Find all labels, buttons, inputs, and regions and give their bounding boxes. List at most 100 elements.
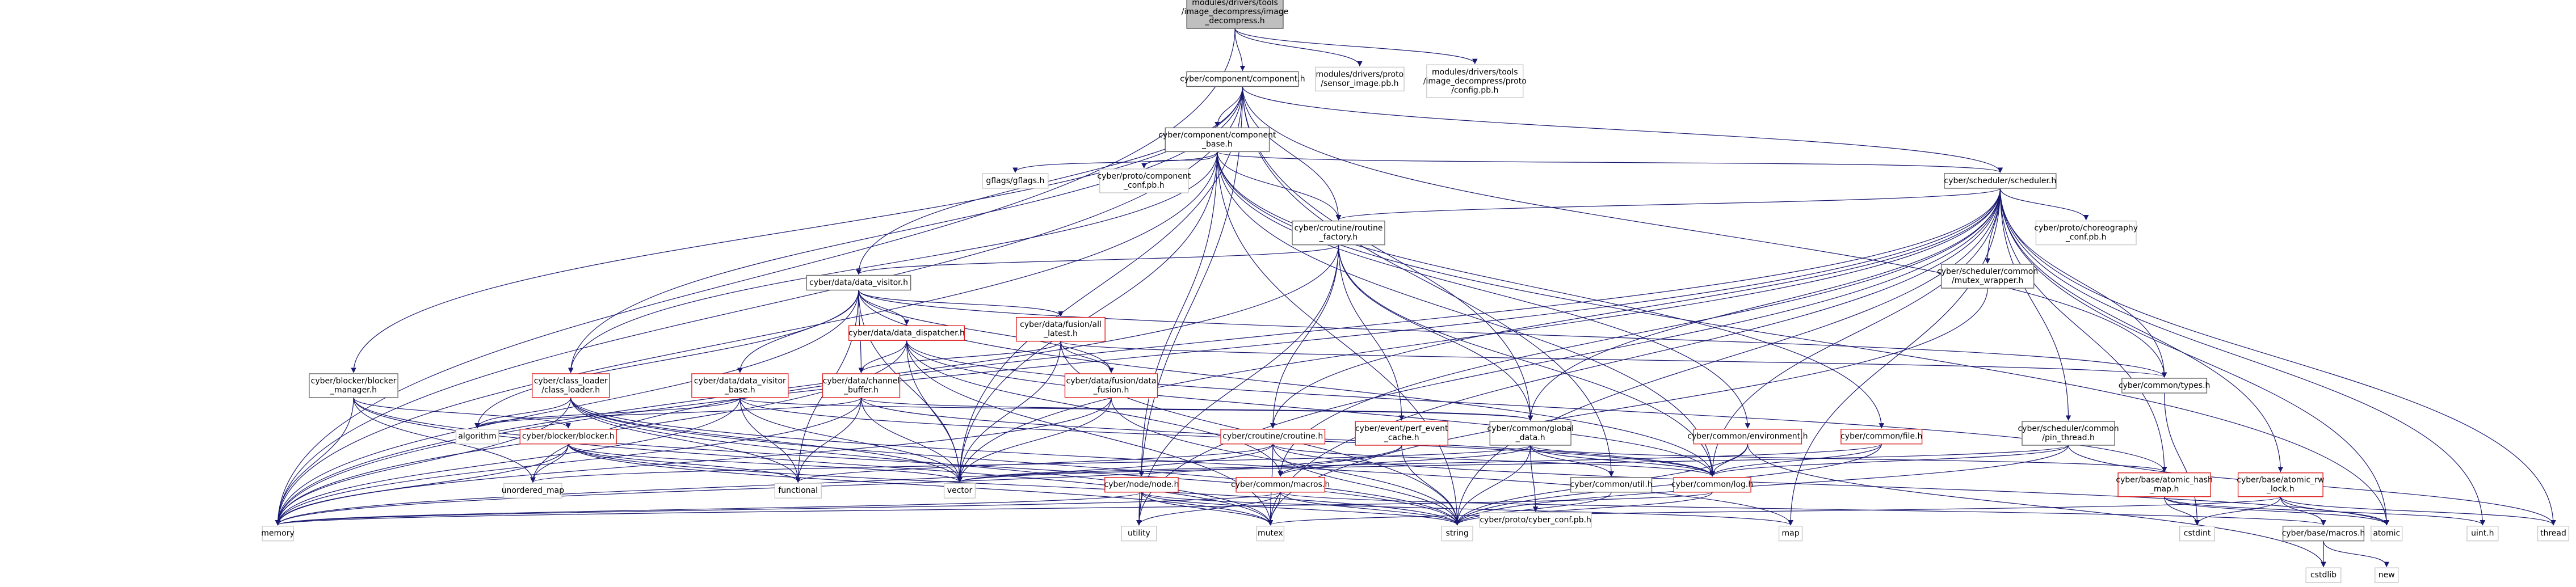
- edge-global-data-to-log: [1530, 445, 1715, 477]
- node-channel-buffer[interactable]: cyber/data/channel_buffer.h: [822, 373, 901, 398]
- node-label: _fusion.h: [1093, 386, 1129, 395]
- node-atomic-rw-lock[interactable]: cyber/base/atomic_rw_lock.h: [2237, 472, 2324, 497]
- edge-global-data-to-cyber-conf: [1530, 445, 1539, 512]
- node-environment[interactable]: cyber/common/environment.h: [1687, 429, 1808, 445]
- node-functional: functional: [774, 483, 822, 499]
- node-box: [1121, 525, 1157, 542]
- edge-class-loader-to-vector: [570, 397, 963, 483]
- node-box: [2375, 567, 2399, 583]
- edge-scheduler-to-unordered-map: [530, 188, 2001, 483]
- edge-global-data-to-string: [1454, 445, 1531, 526]
- edge-component-to-scheduler: [1242, 86, 2003, 173]
- node-label: cyber/event/perf_event: [1355, 424, 1448, 433]
- node-node[interactable]: cyber/node/node.h: [1104, 477, 1179, 493]
- node-atomic-hash-map[interactable]: cyber/base/atomic_hash_map.h: [2116, 472, 2213, 497]
- node-label: cyber/proto/component: [1097, 172, 1191, 181]
- node-label: _cache.h: [1384, 433, 1419, 442]
- node-root[interactable]: modules/drivers/tools/image_decompress/i…: [1182, 0, 1289, 29]
- node-label: thread: [2540, 529, 2566, 538]
- edge-blocker-to-memory: [275, 444, 569, 526]
- node-cstdint: cstdint: [2179, 525, 2215, 542]
- node-box: [2035, 220, 2137, 246]
- edge-data-visitor-to-data-fusion: [858, 290, 1114, 373]
- node-box: [2022, 421, 2115, 446]
- edge-atomic-rw-lock-to-thread: [2280, 496, 2556, 526]
- node-box: [1489, 421, 1571, 446]
- edge-component-base-to-file: [1217, 151, 1885, 429]
- node-label: _data.h: [1515, 433, 1545, 442]
- edge-node-to-mutex: [1141, 492, 1274, 526]
- node-blocker[interactable]: cyber/blocker/blocker.h: [519, 429, 617, 445]
- node-routine-factory[interactable]: cyber/croutine/routine_factory.h: [1292, 220, 1385, 246]
- node-box: [2305, 567, 2342, 583]
- node-macros-common[interactable]: cyber/common/macros.h: [1231, 477, 1330, 493]
- edge-util-to-string: [1454, 492, 1612, 526]
- edge-component-base-to-memory: [275, 151, 1218, 526]
- node-box: [774, 483, 822, 499]
- edge-component-base-to-node: [1138, 151, 1218, 477]
- node-box: [2237, 472, 2323, 497]
- node-blocker-manager[interactable]: cyber/blocker/blocker_manager.h: [309, 373, 398, 398]
- node-box: [1292, 220, 1385, 246]
- edge-pin-thread-to-vector: [957, 445, 2069, 483]
- edge-component-base-to-atomic: [1217, 151, 2389, 526]
- edge-scheduler-to-vector: [957, 188, 2001, 483]
- node-box: [2537, 525, 2570, 542]
- node-label: cyber/common/util.h: [1570, 480, 1653, 489]
- edge-channel-buffer-to-global-data: [860, 397, 1533, 421]
- node-config-pb: modules/drivers/tools/image_decompress/p…: [1423, 64, 1527, 98]
- edge-component-to-data-visitor: [856, 86, 1243, 275]
- node-box: [1441, 525, 1473, 542]
- node-label: cyber/data/data_visitor.h: [809, 278, 908, 288]
- node-label: utility: [1128, 529, 1150, 538]
- node-types[interactable]: cyber/common/types.h: [2119, 378, 2211, 394]
- node-label: _map.h: [2149, 485, 2179, 494]
- node-base-macros[interactable]: cyber/base/macros.h: [2282, 525, 2365, 542]
- edge-routine-factory-to-data-visitor: [856, 244, 1339, 275]
- node-class-loader[interactable]: cyber/class_loader/class_loader.h: [532, 373, 610, 398]
- node-map: map: [1778, 525, 1803, 542]
- node-data-visitor-base[interactable]: cyber/data/data_visitor_base.h: [691, 373, 789, 398]
- edge-scheduler-to-map: [1788, 188, 2001, 526]
- node-choreography: cyber/proto/choreography_conf.pb.h: [2034, 220, 2138, 246]
- node-label: cyber/scheduler/common: [1937, 267, 2038, 276]
- edge-file-to-string: [1454, 444, 1882, 526]
- edge-environment-to-cstdlib: [1747, 444, 2326, 568]
- edge-component-to-memory: [275, 86, 1243, 526]
- node-mutex-wrapper[interactable]: cyber/scheduler/common/mutex_wrapper.h: [1937, 264, 2038, 289]
- node-label: cyber/data/data_dispatcher.h: [848, 328, 965, 337]
- node-box: [982, 173, 1049, 189]
- node-vector: vector: [943, 483, 976, 499]
- edge-all-latest-to-data-fusion: [1060, 341, 1114, 373]
- edges-layer: [275, 28, 2556, 568]
- edge-component-to-routine-factory: [1242, 86, 1342, 221]
- node-box: [822, 373, 901, 398]
- nodes-layer: modules/drivers/tools/image_decompress/i…: [261, 0, 2570, 583]
- edge-channel-buffer-to-vector: [860, 397, 963, 483]
- node-scheduler[interactable]: cyber/scheduler/scheduler.h: [1944, 173, 2057, 189]
- node-label: vector: [947, 486, 973, 495]
- edge-component-base-to-gflags: [1012, 151, 1218, 173]
- node-data-dispatcher[interactable]: cyber/data/data_dispatcher.h: [848, 325, 965, 341]
- node-log[interactable]: cyber/common/log.h: [1671, 477, 1753, 493]
- edge-perf-event-cache-to-macros-common: [1278, 445, 1402, 477]
- node-pin-thread[interactable]: cyber/scheduler/common/pin_thread.h: [2018, 421, 2119, 446]
- node-perf-event-cache[interactable]: cyber/event/perf_event_cache.h: [1355, 421, 1448, 446]
- node-component[interactable]: cyber/component/component.h: [1180, 71, 1305, 87]
- node-label: cyber/data/fusion/all: [1020, 320, 1102, 330]
- node-util[interactable]: cyber/common/util.h: [1570, 477, 1653, 493]
- edge-blocker-to-mutex: [568, 444, 1273, 526]
- node-global-data[interactable]: cyber/common/global_data.h: [1487, 421, 1574, 446]
- node-component-base[interactable]: cyber/component/component_base.h: [1158, 127, 1276, 153]
- node-label: /config.pb.h: [1451, 86, 1498, 95]
- node-data-fusion[interactable]: cyber/data/fusion/data_fusion.h: [1064, 373, 1158, 398]
- node-file[interactable]: cyber/common/file.h: [1840, 429, 1922, 445]
- edge-scheduler-to-pin-thread: [1999, 188, 2071, 421]
- node-data-visitor[interactable]: cyber/data/data_visitor.h: [806, 275, 911, 291]
- edge-data-visitor-base-to-global-data: [739, 397, 1533, 421]
- edge-root-to-sensor-image: [1234, 28, 1363, 67]
- edge-croutine-to-atomic: [1272, 444, 2389, 526]
- node-croutine[interactable]: cyber/croutine/croutine.h: [1220, 429, 1326, 445]
- node-all-latest[interactable]: cyber/data/fusion/all_latest.h: [1016, 316, 1106, 342]
- node-label: atomic: [2373, 529, 2400, 538]
